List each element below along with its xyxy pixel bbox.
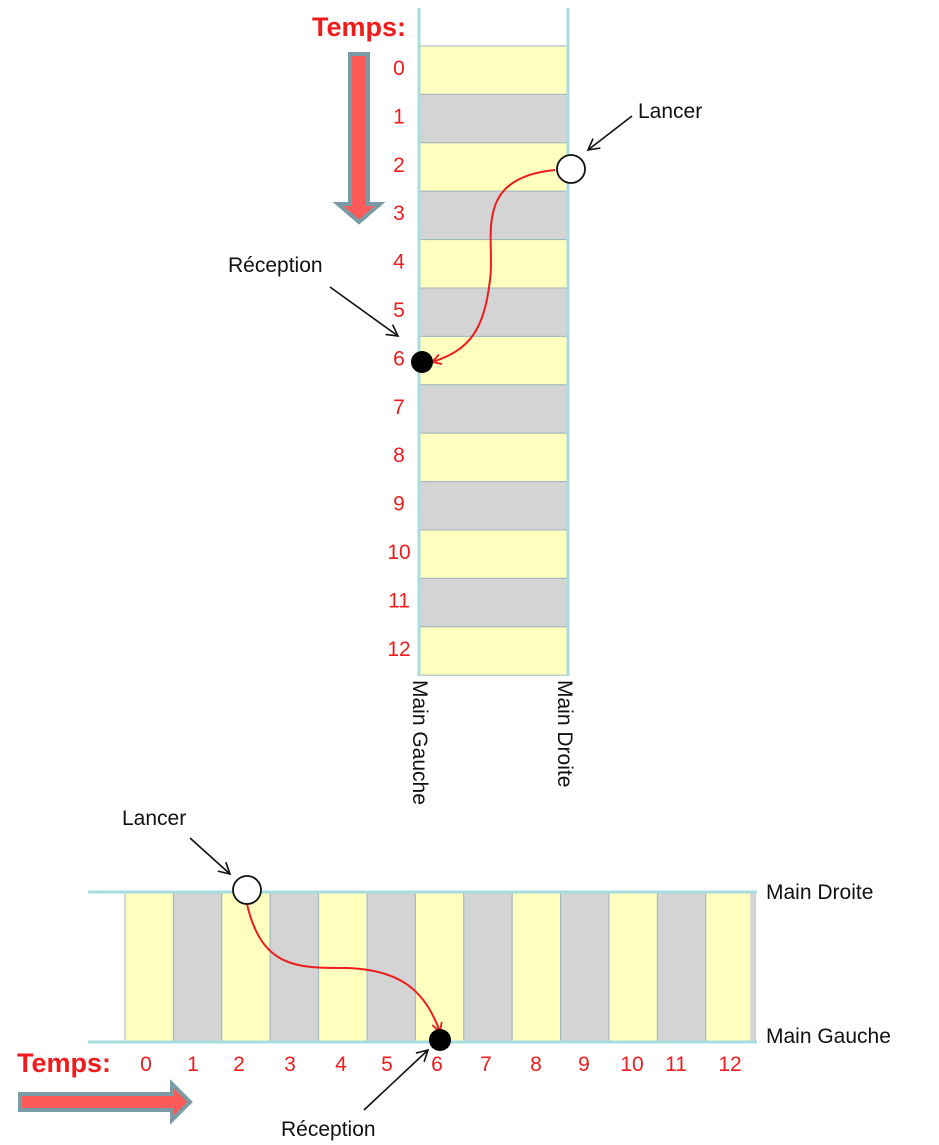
time-tick-6: 6 [393, 347, 405, 370]
throw-curve-horizontal [246, 903, 443, 1034]
time-slot-6 [419, 335, 569, 386]
time-title-horizontal: Temps: [17, 1048, 111, 1078]
time-title-vertical: Temps: [312, 12, 406, 42]
time-tick-h-10: 10 [620, 1053, 643, 1076]
time-slot-h-12 [705, 891, 755, 1043]
time-slot-12 [419, 626, 569, 676]
time-slot-8 [419, 432, 569, 483]
time-tick-h-8: 8 [530, 1053, 542, 1076]
time-tick-h-12: 12 [718, 1053, 741, 1076]
right-hand-label-vertical: Main Droite [553, 680, 576, 787]
catch-label-vertical: Réception [228, 254, 323, 277]
time-slot-1 [419, 93, 569, 144]
time-slot-7 [419, 384, 569, 434]
catch-ball-horizontal [429, 1029, 451, 1051]
time-arrow-right [18, 1079, 193, 1125]
time-slot-0 [419, 45, 569, 95]
left-hand-label-vertical: Main Gauche [408, 680, 431, 805]
time-tick-0: 0 [393, 57, 405, 80]
time-tick-4: 4 [393, 251, 405, 274]
catch-ball-vertical [411, 351, 433, 373]
throw-label-vertical: Lancer [638, 100, 702, 123]
time-tick-h-4: 4 [335, 1053, 347, 1076]
time-slot-h-10 [608, 891, 658, 1043]
throw-pointer-horizontal [189, 837, 232, 876]
catch-label-horizontal: Réception [281, 1118, 376, 1141]
time-arrow-down [332, 52, 386, 225]
time-tick-2: 2 [393, 154, 405, 177]
time-slot-h-0 [124, 891, 174, 1043]
time-slot-4 [419, 239, 569, 289]
time-slot-9 [419, 481, 569, 531]
vertical-time-slots [419, 45, 569, 676]
time-tick-7: 7 [393, 396, 405, 419]
time-tick-h-6: 6 [431, 1053, 443, 1076]
time-tick-3: 3 [393, 202, 405, 225]
time-slot-h-5 [366, 891, 416, 1043]
time-slot-h-7 [463, 891, 513, 1043]
time-slot-3 [419, 190, 569, 241]
time-tick-h-3: 3 [284, 1053, 296, 1076]
time-tick-8: 8 [393, 444, 405, 467]
time-slot-10 [419, 529, 569, 579]
time-tick-h-1: 1 [187, 1053, 199, 1076]
time-tick-10: 10 [387, 541, 410, 564]
time-slot-2 [419, 142, 569, 192]
catch-pointer-vertical [329, 286, 400, 337]
right-hand-label-horizontal: Main Droite [766, 881, 873, 904]
time-tick-12: 12 [387, 638, 410, 661]
time-tick-h-11: 11 [665, 1053, 687, 1076]
time-slot-h-9 [560, 891, 610, 1043]
time-tick-h-9: 9 [578, 1053, 590, 1076]
time-slot-h-8 [511, 891, 562, 1043]
throw-pointer-vertical [586, 115, 633, 152]
time-tick-5: 5 [393, 299, 405, 322]
time-slot-h-11 [656, 891, 707, 1043]
band-end-edge [750, 892, 757, 1042]
time-tick-h-7: 7 [480, 1053, 492, 1076]
time-tick-1: 1 [393, 105, 405, 128]
horizontal-time-slots [124, 891, 757, 1043]
time-tick-h-5: 5 [381, 1053, 393, 1076]
time-slot-h-1 [172, 891, 223, 1043]
left-hand-label-horizontal: Main Gauche [766, 1025, 891, 1048]
throw-ball-horizontal [232, 875, 262, 905]
time-slot-5 [419, 287, 569, 337]
catch-pointer-horizontal [363, 1048, 430, 1111]
time-slot-11 [419, 577, 569, 628]
time-slot-h-6 [414, 891, 465, 1043]
time-tick-11: 11 [388, 589, 410, 612]
throw-ball-vertical [556, 154, 586, 184]
throw-label-horizontal: Lancer [122, 807, 186, 830]
time-tick-h-0: 0 [140, 1053, 152, 1076]
time-tick-9: 9 [393, 493, 405, 516]
time-tick-h-2: 2 [233, 1053, 245, 1076]
time-slot-h-2 [221, 891, 271, 1043]
throw-curve-vertical [430, 169, 556, 365]
